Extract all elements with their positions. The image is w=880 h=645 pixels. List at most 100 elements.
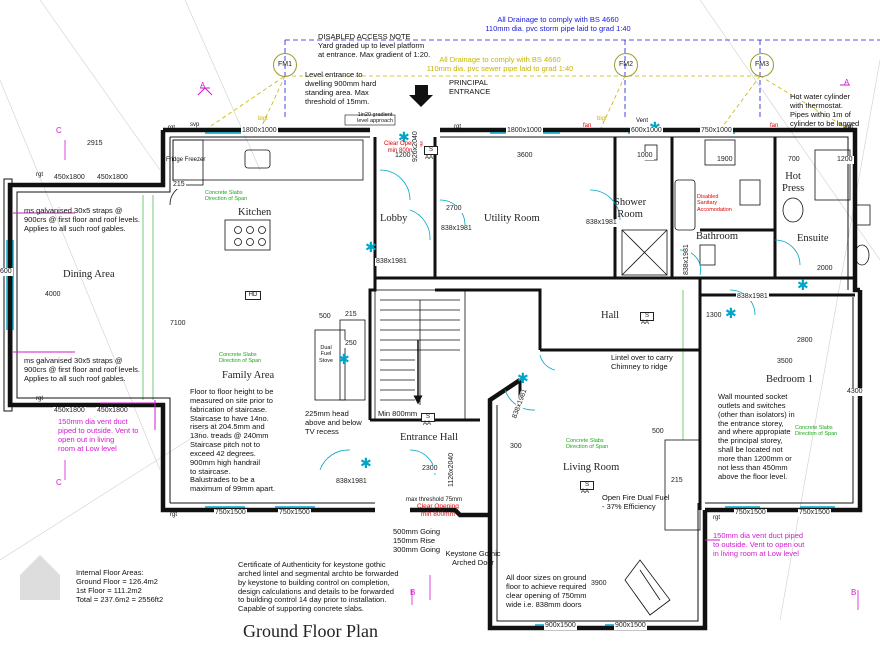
- window-shower: 600x1000: [630, 127, 663, 136]
- tag-bigt-2: bigt: [597, 116, 607, 122]
- room-dining-area: Dining Area: [63, 269, 115, 280]
- principal-entrance-label: PRINCIPAL ENTRANCE: [449, 78, 491, 96]
- hd-symbol: HD: [245, 291, 261, 301]
- clear-opening-back: Clear Opening min 800mm: [384, 141, 423, 155]
- window-family-2: 750x1500: [278, 509, 311, 518]
- tag-fan-1: fan: [583, 123, 592, 129]
- dim-700: 700: [787, 156, 801, 165]
- svg-text:✱: ✱: [725, 305, 737, 321]
- socket-outlets-note: Wall mounted socket outlets and switches…: [718, 392, 795, 481]
- straps-note-bottom: ms galvanised 30x5 straps @ 900crs @ fir…: [24, 356, 140, 383]
- storm-drain-lines: [284, 39, 880, 120]
- principal-entrance-arrow: [409, 85, 433, 107]
- dim-3600: 3600: [516, 152, 534, 161]
- dual-fuel-stove-label: Dual Fuel Stove: [319, 345, 334, 364]
- door-sizes-note: All door sizes on ground floor to achiev…: [506, 573, 587, 609]
- dim-2000: 2000: [816, 265, 834, 274]
- bathroom-fixtures: [621, 139, 871, 276]
- symbol-s-lobby: S: [424, 146, 438, 156]
- door-shower: 838x1981: [585, 219, 618, 228]
- gradient-note: 1in20 gradient level approach: [357, 112, 393, 125]
- certificate-note: Certificate of Authenticity for keystone…: [238, 560, 399, 614]
- room-bedroom-1: Bedroom 1: [766, 374, 813, 385]
- dim-2300: 2300: [421, 465, 439, 474]
- tv-recess-note: 225mm head above and below TV recess: [305, 409, 362, 436]
- door-lobby: 838x1981: [375, 258, 408, 267]
- window-dining-2: 450x1800: [96, 174, 129, 183]
- slab-lines: [142, 195, 684, 440]
- manhole-fm3: FM3: [750, 53, 774, 77]
- vent-note-right: 150mm dia vent duct piped to outside. Ve…: [713, 531, 805, 558]
- svg-text:✱: ✱: [338, 351, 350, 367]
- door-bedroom: 838x1981: [736, 293, 769, 302]
- watermark-logo: [20, 555, 60, 600]
- slab-span-bedroom: Concrete Slabs Direction of Span: [795, 425, 838, 438]
- sewer-drain-lines: [204, 75, 851, 131]
- room-utility: Utility Room: [484, 213, 540, 224]
- hot-water-note: Hot water cylinder with thermostat. Pipe…: [790, 92, 860, 128]
- symbol-s-hall2: S: [640, 312, 654, 322]
- clear-opening-front: Clear Opening min 800mm: [417, 503, 459, 518]
- floor-areas-table: Internal Floor Areas: Ground Floor = 126…: [76, 568, 164, 604]
- tag-bigt-1: bigt: [258, 116, 268, 122]
- storm-drain-note: All Drainage to comply with BS 4660 110m…: [485, 15, 631, 33]
- slab-span-kitchen: Concrete Slabs Direction of Span: [205, 190, 248, 203]
- section-marker-c-top: C: [56, 126, 62, 135]
- svg-text:✱: ✱: [365, 239, 377, 255]
- section-marker-a-right: A: [844, 78, 850, 87]
- dim-1200-ensuite: 1200: [836, 156, 854, 165]
- tag-rgt-6: rgt: [454, 124, 462, 130]
- dim-1000: 1000: [636, 152, 654, 161]
- section-marker-b-left: B: [410, 588, 416, 597]
- dim-500-fire: 500: [651, 428, 665, 437]
- symbol-aa-living: AA: [581, 489, 590, 495]
- stair-going-note: 500mm Going 150mm Rise 300mm Going: [393, 527, 441, 554]
- symbol-s-living: S: [580, 481, 594, 491]
- chimney-breasts: [314, 319, 701, 616]
- symbol-aa-hall2: AA: [641, 320, 650, 326]
- dim-7100: 7100: [169, 320, 187, 329]
- window-dining-1: 450x1800: [53, 174, 86, 183]
- level-platform: [344, 114, 396, 126]
- dim-4300: 4300: [846, 388, 864, 397]
- tag-rgt-1: rgt: [168, 125, 176, 131]
- room-entrance-hall: Entrance Hall: [400, 432, 459, 443]
- dim-300: 300: [509, 443, 523, 452]
- level-entrance-note: Level entrance to dwelling 900mm hard st…: [305, 70, 377, 106]
- vent-ducts: [13, 84, 850, 541]
- slab-span-living: Concrete Slabs Direction of Span: [566, 438, 609, 451]
- dim-215-a: 215: [172, 181, 186, 190]
- straps-note-top: ms galvanised 30x5 straps @ 900crs @ fir…: [24, 206, 140, 233]
- tag-rgt-5: rgt: [713, 515, 721, 521]
- room-hot-press: Hot Press: [782, 171, 805, 195]
- dim-250: 250: [344, 340, 358, 349]
- min-800-label: Min 800mm: [378, 409, 418, 418]
- tag-rgt-7: rgt: [846, 124, 854, 130]
- room-ensuite: Ensuite: [797, 233, 829, 244]
- dim-2915: 2915: [86, 140, 104, 149]
- svg-text:✱: ✱: [797, 277, 809, 293]
- dim-215-c: 215: [670, 477, 684, 486]
- window-bedroom-2: 750x1500: [798, 509, 831, 518]
- slab-span-family: Concrete Slabs Direction of Span: [219, 352, 262, 365]
- tag-svp: svp: [190, 122, 200, 128]
- dim-2700: 2700: [445, 205, 463, 214]
- room-kitchen: Kitchen: [238, 207, 272, 218]
- kitchen-fixtures: [169, 139, 364, 251]
- door-back-size: 926x2040: [412, 130, 421, 163]
- window-living-1: 900x1500: [544, 622, 577, 631]
- room-lobby: Lobby: [380, 213, 408, 224]
- door-utility: 838x1981: [440, 225, 473, 234]
- open-fire-note: Open Fire Dual Fuel - 37% Efficiency: [602, 493, 670, 511]
- room-hall: Hall: [601, 310, 620, 321]
- window-family-1: 750x1500: [214, 509, 247, 518]
- section-marker-c-bottom: C: [56, 478, 62, 487]
- staircase-note: Floor to floor height to be measured on …: [190, 387, 276, 494]
- dim-3500: 3500: [776, 358, 794, 367]
- fridge-freezer-label: Fridge Freezer: [166, 157, 206, 163]
- svg-text:✱: ✱: [398, 129, 410, 145]
- room-living: Living Room: [563, 462, 620, 473]
- window-utility: 1800x1000: [506, 127, 543, 136]
- dim-2800: 2800: [796, 337, 814, 346]
- manhole-fm2: FM2: [614, 53, 638, 77]
